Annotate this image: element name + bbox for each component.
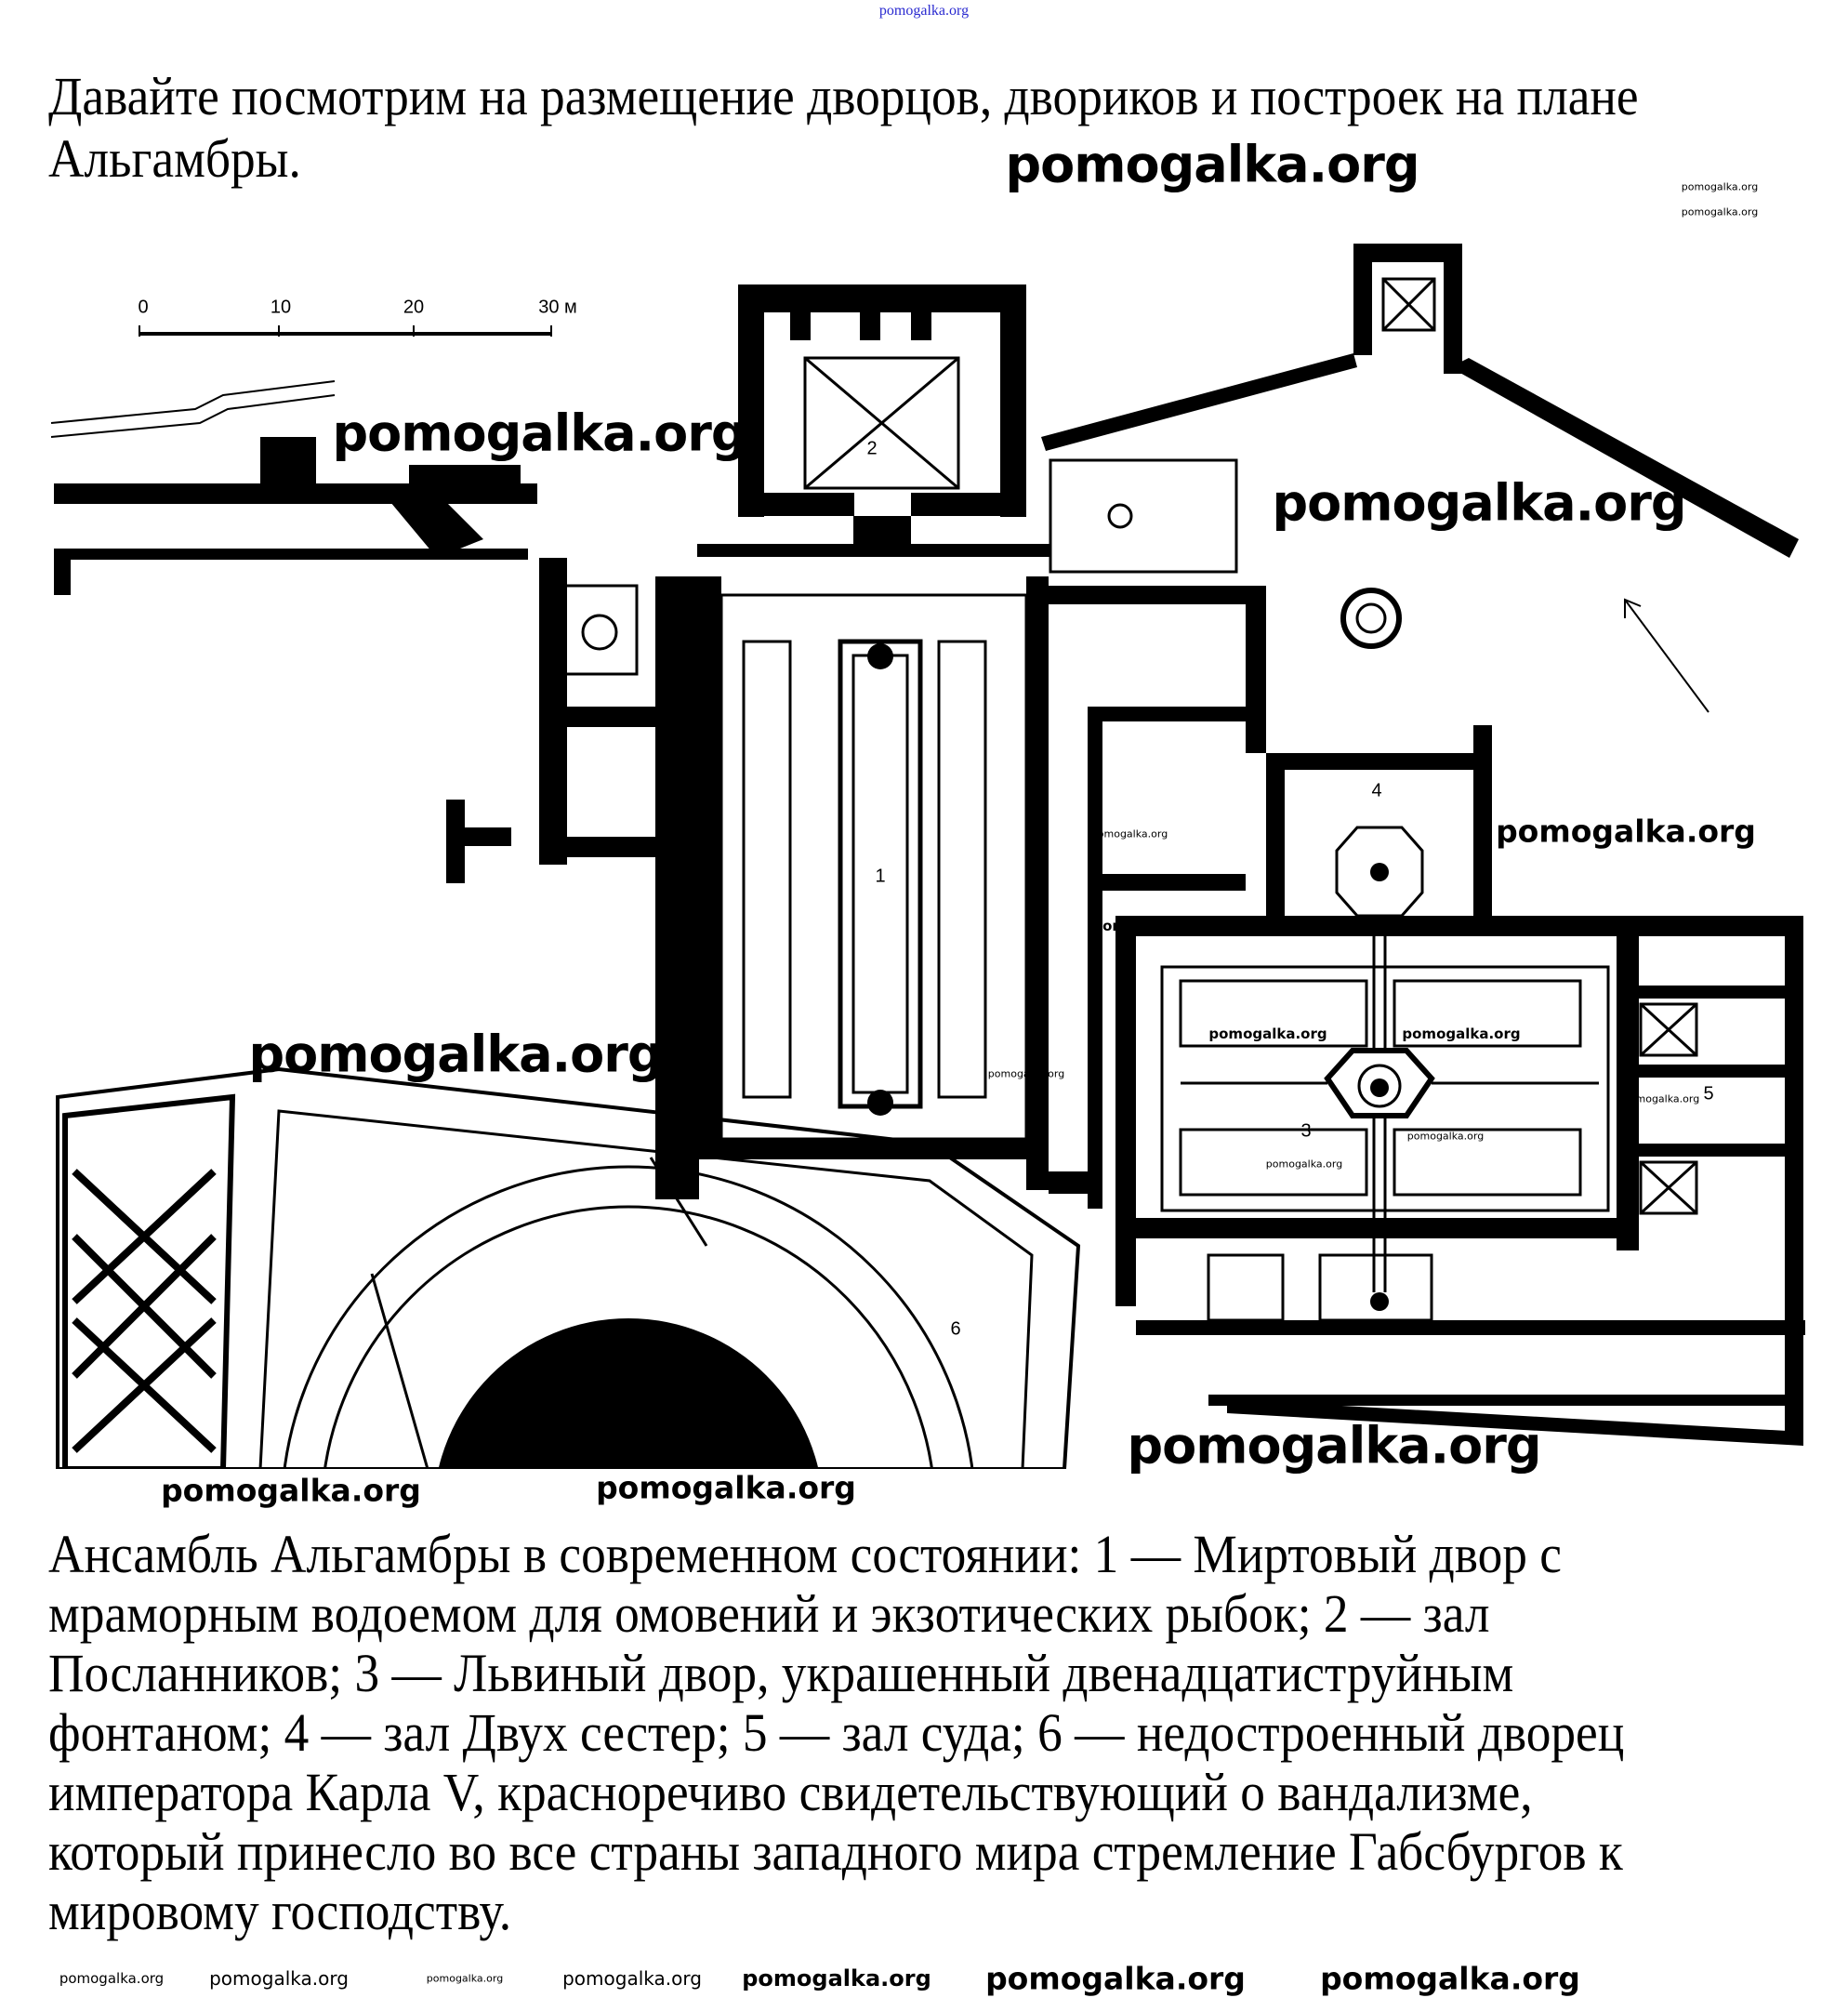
scale-label: 30 м bbox=[538, 297, 577, 318]
scale-label: 10 bbox=[270, 297, 292, 318]
watermark: pomogalka.org bbox=[209, 1967, 349, 1990]
watermark: pomogalka.org bbox=[1681, 205, 1759, 218]
intro-line: Давайте посмотрим на размещение дворцов,… bbox=[48, 66, 1639, 126]
watermark: pomogalka.org bbox=[985, 1960, 1246, 1997]
watermark: pomogalka.org bbox=[248, 1025, 664, 1084]
scale-label: 20 bbox=[403, 297, 425, 318]
watermark: pomogalka.org bbox=[1265, 1158, 1343, 1171]
watermark: pomogalka.org bbox=[1402, 1025, 1521, 1042]
intro-paragraph: Давайте посмотрим на размещение дворцов,… bbox=[48, 65, 1639, 190]
watermark: pomogalka.org bbox=[562, 1967, 702, 1990]
watermark: pomogalka.org bbox=[161, 1472, 421, 1509]
watermark: pomogalka.org bbox=[1005, 135, 1420, 194]
watermark: pomogalka.org bbox=[1406, 1130, 1485, 1143]
caption-line: Посланников; 3 — Львиный двор, украшенны… bbox=[48, 1643, 1514, 1703]
watermark: pomogalka.org bbox=[1272, 473, 1687, 533]
north-arrow-icon bbox=[1624, 599, 1709, 713]
watermark: pomogalka.org bbox=[1681, 180, 1759, 193]
scale-label: 0 bbox=[138, 297, 149, 318]
plan-label-5: 5 bbox=[1703, 1083, 1714, 1105]
caption-line: императора Карла V, красноречиво свидете… bbox=[48, 1762, 1533, 1822]
plan-label-4: 4 bbox=[1371, 780, 1382, 801]
watermark: pomogalka.org bbox=[332, 404, 747, 463]
watermark: pomogalka.org bbox=[878, 3, 970, 19]
watermark: pomogalka.org bbox=[1127, 1416, 1542, 1475]
caption-paragraph: Ансамбль Альгамбры в современном состоян… bbox=[48, 1525, 1624, 1941]
watermark: pomogalka.org bbox=[1622, 1092, 1700, 1105]
caption-line: мировому господству. bbox=[48, 1881, 512, 1941]
caption-line: мраморным водоемом для омовений и экзоти… bbox=[48, 1583, 1490, 1644]
watermark: pomogalka.org bbox=[1496, 813, 1756, 850]
plan-label-3: 3 bbox=[1300, 1120, 1312, 1142]
watermark: pomogalka.org bbox=[59, 1970, 165, 1987]
plan-label-1: 1 bbox=[875, 866, 886, 887]
caption-line: Ансамбль Альгамбры в современном состоян… bbox=[48, 1524, 1562, 1584]
watermark: pomogalka.org bbox=[426, 1972, 504, 1985]
watermark: pomogalka.org bbox=[1090, 827, 1168, 840]
watermark: pomogalka.org bbox=[596, 1469, 856, 1506]
caption-line: фонтаном; 4 — зал Двух сестер; 5 — зал с… bbox=[48, 1702, 1625, 1763]
plan-label-6: 6 bbox=[950, 1318, 961, 1340]
watermark: pomogalka.org bbox=[987, 1067, 1065, 1080]
plan-label-2: 2 bbox=[866, 438, 878, 459]
watermark: pomogalka.org bbox=[1092, 918, 1211, 934]
watermark: pomogalka.org bbox=[742, 1965, 931, 1991]
watermark: pomogalka.org bbox=[1208, 1025, 1327, 1042]
intro-line: Альгамбры. bbox=[48, 128, 301, 189]
caption-line: который принесло во все страны западного… bbox=[48, 1821, 1623, 1882]
watermark: pomogalka.org bbox=[1320, 1960, 1580, 1997]
